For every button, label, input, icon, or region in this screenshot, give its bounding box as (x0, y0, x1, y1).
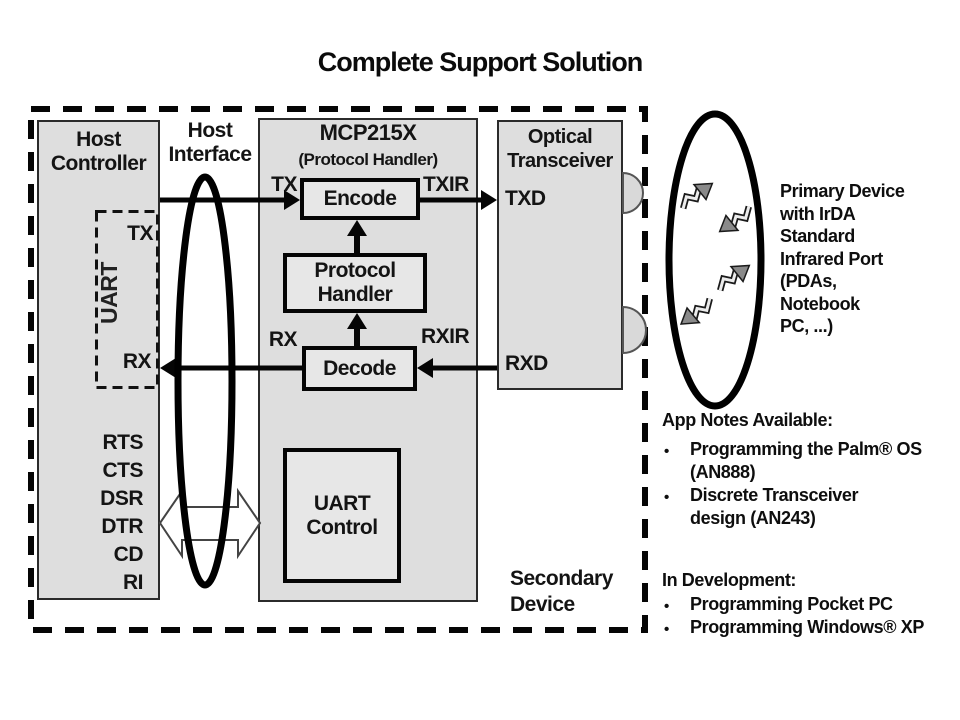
in-development-text: Programming Windows® XP (690, 617, 924, 637)
decode-block: Decode (302, 346, 417, 391)
uart-label: UART (96, 262, 122, 324)
protocol-handler-label: Protocol Handler (314, 259, 396, 306)
txd-label: TXD (505, 187, 546, 210)
signal-dtr: DTR (101, 515, 143, 538)
rxd-label: RXD (505, 352, 548, 375)
bullet-icon: • (664, 598, 669, 615)
uart-control-label: UART Control (306, 491, 378, 539)
in-development-text: Programming Pocket PC (690, 594, 893, 614)
mcp-rx-label: RX (268, 328, 298, 351)
modem-signal-list: RTS CTS DSR DTR CD RI (37, 429, 143, 597)
secondary-device-label: Secondary Device (510, 567, 613, 616)
decode-label: Decode (323, 356, 396, 380)
protocol-handler-block: Protocol Handler (283, 253, 427, 313)
app-note-item: • Programming the Palm® OS (AN888) (664, 438, 945, 484)
modem-signals-double-arrow (158, 487, 262, 560)
app-notes-heading: App Notes Available: (662, 410, 833, 430)
ir-link-ellipse (665, 110, 765, 410)
app-note-item: • Discrete Transceiver design (AN243) (664, 484, 945, 530)
mcp-tx-label: TX (271, 173, 297, 196)
uart-control-block: UART Control (283, 448, 401, 583)
in-development-heading: In Development: (662, 570, 797, 590)
ir-signal-arrow-down (679, 297, 713, 325)
mcp-rxir-label: RXIR (421, 325, 470, 348)
mcp-txir-label: TXIR (423, 173, 469, 196)
primary-device-note: Primary Device with IrDA Standard Infrar… (780, 181, 905, 336)
in-development-item: • Programming Pocket PC (664, 593, 945, 618)
signal-cts: CTS (102, 459, 144, 482)
mcp215x-subtitle: (Protocol Handler) (298, 150, 438, 169)
signal-rts: RTS (102, 431, 144, 454)
host-interface-label: Host Interface (168, 119, 252, 166)
host-interface-ellipse (174, 173, 236, 589)
ir-signal-arrow-up (717, 264, 751, 292)
signal-cd: CD (113, 543, 144, 566)
bullet-icon: • (664, 621, 669, 638)
signal-ri: RI (123, 571, 144, 594)
host-rx-label: RX (122, 350, 152, 373)
bullet-icon: • (664, 443, 669, 460)
host-controller-title: Host Controller (50, 128, 147, 175)
bullet-icon: • (664, 489, 669, 506)
app-note-text: Discrete Transceiver design (AN243) (690, 485, 859, 528)
app-note-text: Programming the Palm® OS (AN888) (690, 439, 922, 482)
host-tx-label: TX (127, 222, 153, 245)
ir-signal-arrow-up (680, 182, 714, 210)
optical-transceiver-title: Optical Transceiver (507, 126, 613, 172)
encode-label: Encode (323, 187, 397, 210)
mcp215x-title: MCP215X (319, 120, 417, 145)
encode-block: Encode (300, 178, 420, 220)
transceiver-led-bump (622, 171, 644, 215)
page-title: Complete Support Solution (317, 47, 643, 77)
in-development-item: • Programming Windows® XP (664, 616, 945, 641)
ir-signal-arrow-down (718, 205, 752, 233)
signal-dsr: DSR (100, 487, 143, 510)
transceiver-photodiode-bump (622, 305, 647, 355)
